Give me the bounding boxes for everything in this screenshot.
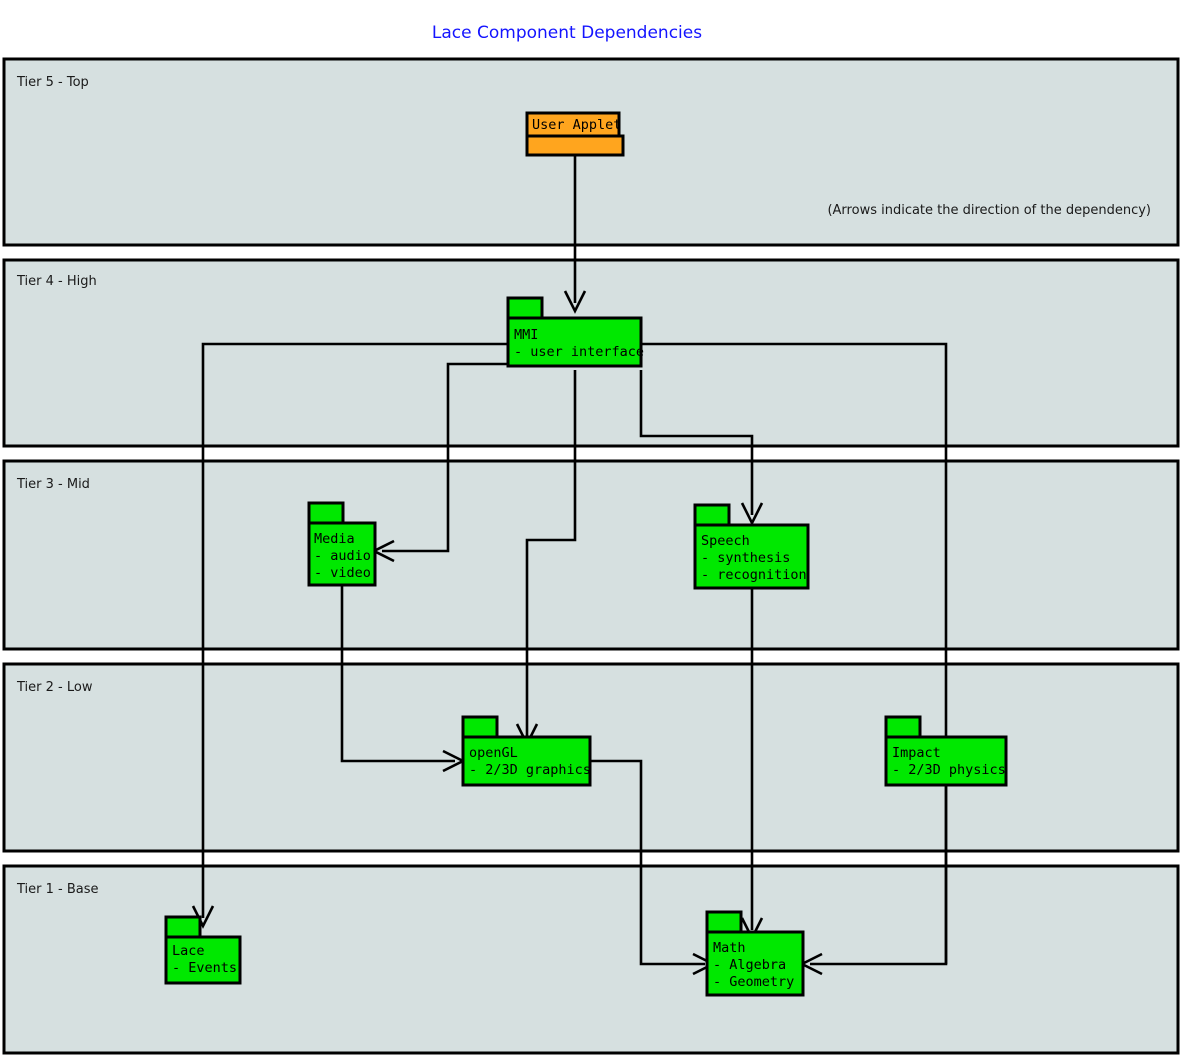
mmi-item-0: - user interface: [514, 344, 644, 360]
arrowhead-lace-top: [191, 905, 215, 929]
edge-mmi-to-lace: [201, 342, 508, 918]
speech-name: Speech: [701, 533, 750, 549]
tier-label-tier4: Tier 4 - High: [16, 274, 97, 289]
tier-label-tier2: Tier 2 - Low: [16, 680, 93, 695]
speech-item-1: - recognition: [701, 567, 807, 583]
component-lace[interactable]: Lace - Events: [164, 915, 242, 985]
opengl-name: openGL: [469, 745, 518, 761]
mmi-name: MMI: [514, 327, 538, 343]
math-body: [705, 930, 805, 997]
impact-tab: [884, 715, 922, 739]
edge-mmi-to-speech: [639, 370, 754, 515]
media-tab: [307, 501, 345, 525]
component-impact[interactable]: Impact - 2/3D physics: [884, 715, 1008, 787]
edge-media-to-opengl: [340, 585, 455, 763]
page-title: Lace Component Dependencies: [432, 23, 702, 43]
speech-body: [693, 523, 810, 590]
opengl-tab: [461, 715, 499, 739]
component-mmi[interactable]: MMI - user interface: [506, 296, 644, 368]
tier-label-tier1: Tier 1 - Base: [16, 882, 99, 897]
user-applet-body: [525, 134, 625, 157]
arrowhead-mmi-top: [563, 290, 587, 314]
media-name: Media: [314, 531, 355, 547]
speech-item-0: - synthesis: [701, 550, 790, 566]
mmi-tab: [506, 296, 544, 320]
arrowhead-speech-top: [740, 502, 764, 526]
media-item-1: - video: [314, 565, 371, 581]
tier-panel-tier3: [2, 459, 1180, 651]
edge-mmi-to-math-right: [641, 342, 948, 966]
impact-name: Impact: [892, 745, 941, 761]
component-opengl[interactable]: openGL - 2/3D graphics: [461, 715, 592, 787]
user-applet-name: User Applet: [532, 117, 621, 133]
media-body: [307, 521, 377, 587]
component-user-applet[interactable]: User Applet: [525, 111, 625, 157]
impact-item-0: - 2/3D physics: [892, 762, 1006, 778]
edge-opengl-to-math: [590, 759, 705, 966]
lace-name: Lace: [172, 943, 205, 959]
component-speech[interactable]: Speech - synthesis - recognition: [693, 503, 810, 590]
lace-body: [164, 935, 242, 985]
lace-tab: [164, 915, 202, 939]
media-item-0: - audio: [314, 548, 371, 564]
component-math[interactable]: Math - Algebra - Geometry: [705, 910, 805, 997]
impact-body: [884, 735, 1008, 787]
edge-mmi-to-media: [382, 362, 508, 553]
opengl-body: [461, 735, 592, 787]
math-item-1: - Geometry: [713, 974, 794, 990]
math-name: Math: [713, 940, 746, 956]
math-item-0: - Algebra: [713, 957, 786, 973]
opengl-item-0: - 2/3D graphics: [469, 762, 591, 778]
edge-mmi-to-opengl: [525, 370, 577, 736]
math-tab: [705, 910, 743, 934]
component-media[interactable]: Media - audio - video: [307, 501, 377, 587]
tier-label-tier5: Tier 5 - Top: [16, 75, 89, 90]
speech-tab: [693, 503, 731, 527]
lace-item-0: - Events: [172, 960, 237, 976]
legend-note: (Arrows indicate the direction of the de…: [827, 203, 1151, 218]
mmi-body: [506, 316, 643, 368]
tier-label-tier3: Tier 3 - Mid: [16, 477, 90, 492]
